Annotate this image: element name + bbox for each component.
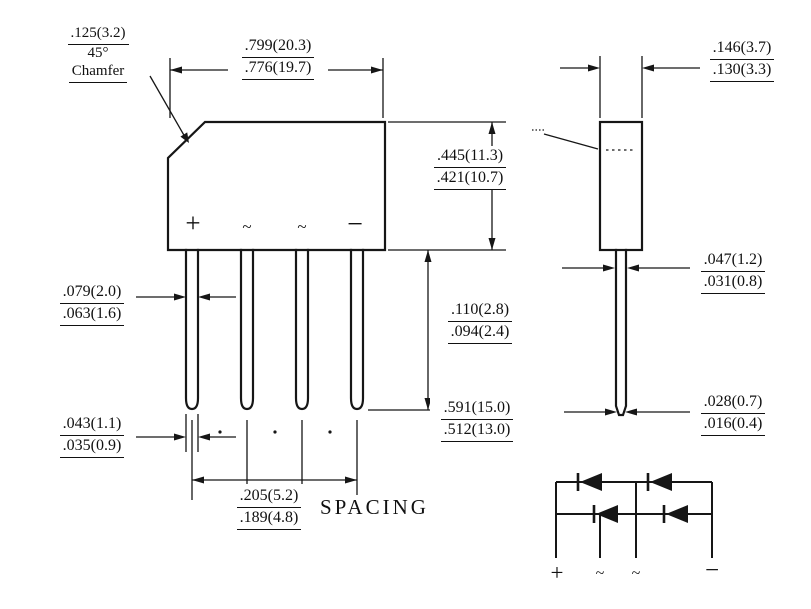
spacing-label: SPACING: [320, 495, 429, 520]
arrowhead: [642, 64, 654, 72]
centerline-dot: [328, 430, 332, 434]
schematic-terminal-wires: [555, 482, 713, 558]
diode-2-icon: [650, 473, 672, 491]
arrowhead: [588, 64, 600, 72]
arrowhead: [488, 122, 496, 134]
schematic-terminal-plus: +: [550, 560, 564, 585]
lead-tip-min: .035(0.9): [59, 436, 125, 458]
side-body-outline: [598, 120, 644, 252]
chamfer-angle: 45°: [87, 44, 109, 61]
lead-length-min: .512(13.0): [440, 420, 514, 442]
body-terminal-minus: −: [347, 209, 363, 240]
front-body-outline: [166, 120, 387, 252]
side-lead-tip-thickness-dimension: .028(0.7) .016(0.4): [690, 392, 776, 436]
side-width-dimension: .146(3.7) .130(3.3): [700, 38, 784, 82]
pin-spacing-max: .205(5.2): [236, 486, 302, 508]
lead-width-max: .079(2.0): [59, 282, 125, 304]
body-terminal-ac2: ~: [297, 217, 307, 236]
side-lead-thickness-max: .047(1.2): [700, 250, 766, 272]
schematic-terminal-minus: −: [704, 557, 720, 584]
lead-4: [349, 248, 365, 411]
side-lead-thickness-min: .031(0.8): [700, 272, 766, 294]
diode-cathode-bars: [576, 473, 666, 523]
body-width-min: .776(19.7): [241, 58, 315, 80]
side-lead: [614, 248, 628, 417]
arrowhead: [625, 408, 637, 416]
arrowhead: [198, 433, 210, 441]
lead-tip-dimension: .043(1.1) .035(0.9): [48, 414, 136, 458]
body-height-min: .421(10.7): [433, 168, 507, 190]
body-width-max: .799(20.3): [241, 36, 315, 58]
lead-tip-max: .043(1.1): [59, 414, 125, 436]
arrowhead: [180, 132, 189, 143]
chamfer-dimension: .125(3.2): [67, 24, 129, 45]
body-height-dimension: .445(11.3) .421(10.7): [426, 146, 514, 190]
side-width-max: .146(3.7): [709, 38, 775, 60]
arrowhead: [170, 66, 182, 74]
arrowhead: [424, 250, 432, 262]
arrowhead: [605, 408, 617, 416]
lead-width-min: .063(1.6): [59, 304, 125, 326]
side-chamfer-leader-line: [543, 133, 599, 150]
centerline-dot: [218, 430, 222, 434]
arrowhead: [603, 264, 615, 272]
body-terminal-ac1: ~: [242, 217, 252, 236]
arrowhead: [424, 398, 432, 410]
arrowhead: [174, 433, 186, 441]
chamfer-label: Chamfer: [68, 62, 128, 84]
centerline-dot: [273, 430, 277, 434]
chamfer-leader-line: [149, 75, 186, 138]
lead-length-max: .591(15.0): [440, 398, 514, 420]
body-terminal-plus: +: [185, 208, 201, 238]
arrowhead: [192, 476, 204, 484]
side-lead-tip-thickness-min: .016(0.4): [700, 414, 766, 436]
body-width-dimension: .799(20.3) .776(19.7): [228, 36, 328, 80]
schematic-terminal-ac2: ~: [631, 565, 641, 582]
diode-4-icon: [666, 505, 688, 523]
arrowhead: [345, 476, 357, 484]
arrowhead: [488, 238, 496, 250]
lead-1: [184, 248, 200, 411]
lead-length-dimension: .591(15.0) .512(13.0): [430, 398, 524, 442]
arrowhead: [371, 66, 383, 74]
lead-3: [294, 248, 310, 411]
diode-1-icon: [580, 473, 602, 491]
diode-3-icon: [596, 505, 618, 523]
arrowhead: [174, 293, 186, 301]
arrowhead: [198, 293, 210, 301]
pin-spacing-dimension: .205(5.2) .189(4.8): [222, 486, 316, 530]
side-lead-tip-thickness-max: .028(0.7): [700, 392, 766, 414]
side-width-min: .130(3.3): [709, 60, 775, 82]
pin-spacing-min: .189(4.8): [236, 508, 302, 530]
chamfer-note: .125(3.2) 45° Chamfer: [52, 24, 144, 84]
side-lead-thickness-dimension: .047(1.2) .031(0.8): [690, 250, 776, 294]
schematic-symbol: [555, 473, 713, 558]
lead-gap-max: .110(2.8): [447, 300, 513, 322]
schematic-terminal-ac1: ~: [595, 565, 605, 582]
arrowhead: [627, 264, 639, 272]
body-height-max: .445(11.3): [433, 146, 507, 168]
lead-gap-dimension: .110(2.8) .094(2.4): [436, 300, 524, 344]
lead-gap-min: .094(2.4): [447, 322, 513, 344]
lead-2: [239, 248, 255, 411]
lead-width-dimension: .079(2.0) .063(1.6): [48, 282, 136, 326]
